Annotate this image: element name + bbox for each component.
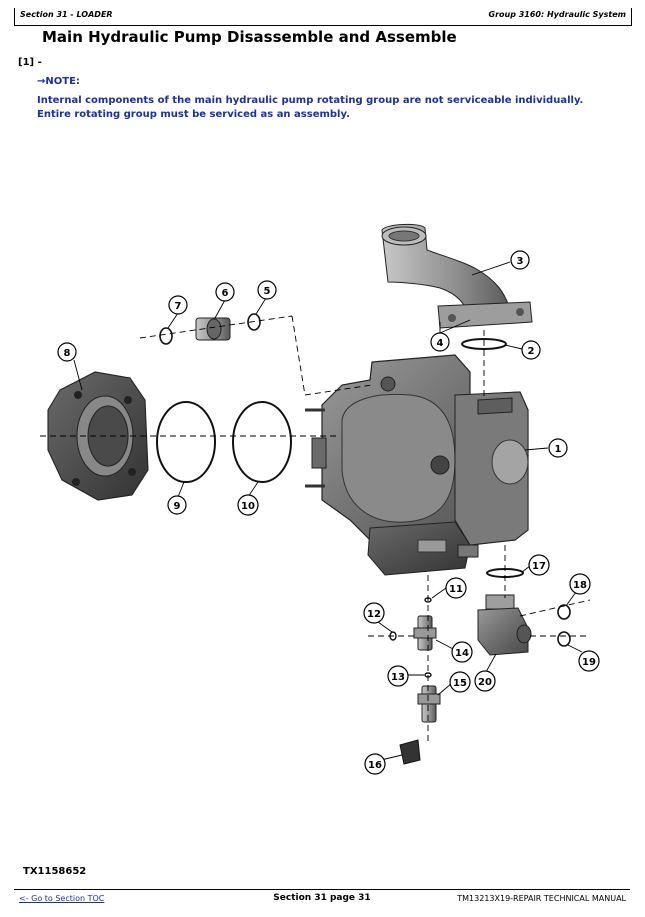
elbow-fitting: [381, 223, 533, 329]
svg-text:12: 12: [367, 609, 381, 620]
svg-text:13: 13: [391, 672, 405, 683]
callout-20: 20: [474, 670, 496, 692]
svg-text:20: 20: [478, 677, 492, 688]
callout-3: 3: [510, 250, 530, 270]
svg-text:16: 16: [368, 760, 382, 771]
page-footer: <- Go to Section TOC Section 31 page 31 …: [14, 889, 630, 910]
elbow-fitting-20: [477, 594, 532, 656]
page-number: Section 31 page 31: [273, 893, 371, 903]
callout-17: 17: [528, 554, 550, 576]
svg-text:1: 1: [555, 444, 562, 455]
callout-10: 10: [237, 494, 259, 516]
page-title: Main Hydraulic Pump Disassemble and Asse…: [42, 28, 457, 46]
fitting-14: [413, 615, 437, 651]
svg-text:5: 5: [264, 286, 271, 297]
callout-14: 14: [451, 641, 473, 663]
note-label: →NOTE:: [37, 76, 80, 87]
o-ring-9: [156, 401, 216, 483]
svg-text:10: 10: [241, 501, 255, 512]
svg-text:9: 9: [174, 501, 181, 512]
o-ring-10: [232, 401, 292, 483]
callout-18: 18: [569, 573, 591, 595]
page-header: Section 31 - LOADER Group 3160: Hydrauli…: [14, 8, 632, 26]
svg-text:17: 17: [532, 561, 546, 572]
callout-5: 5: [257, 280, 277, 300]
svg-text:6: 6: [222, 288, 229, 299]
svg-text:3: 3: [517, 256, 524, 267]
pump-housing: [305, 354, 529, 576]
o-ring-19: [557, 631, 571, 647]
note-text: Internal components of the main hydrauli…: [37, 95, 584, 120]
o-ring-18: [557, 604, 571, 620]
cap-16: [399, 739, 421, 765]
callout-19: 19: [578, 650, 600, 672]
fitting-6: [195, 317, 231, 341]
svg-text:8: 8: [64, 348, 71, 359]
svg-text:11: 11: [449, 584, 463, 595]
svg-text:7: 7: [175, 301, 182, 312]
svg-text:19: 19: [582, 657, 596, 668]
callout-4: 4: [430, 332, 450, 352]
svg-text:4: 4: [437, 338, 444, 349]
figure-id: TX1158652: [23, 866, 87, 877]
callout-15: 15: [449, 671, 471, 693]
callout-8: 8: [57, 342, 77, 362]
o-ring-5: [247, 313, 261, 331]
svg-text:14: 14: [455, 648, 469, 659]
section-label: Section 31 - LOADER: [20, 10, 113, 19]
callout-6: 6: [215, 282, 235, 302]
svg-text:15: 15: [453, 678, 467, 689]
callout-1: 1: [548, 438, 568, 458]
manual-id: TM13213X19-REPAIR TECHNICAL MANUAL: [457, 894, 626, 903]
step-label: [1] -: [18, 57, 42, 68]
toc-link[interactable]: <- Go to Section TOC: [19, 894, 105, 903]
svg-text:2: 2: [528, 346, 535, 357]
callout-2: 2: [521, 340, 541, 360]
group-label: Group 3160: Hydraulic System: [488, 10, 626, 19]
callout-9: 9: [167, 495, 187, 515]
callout-13: 13: [387, 665, 409, 687]
svg-text:18: 18: [573, 580, 587, 591]
callout-16: 16: [364, 753, 386, 775]
fitting-15: [417, 685, 441, 723]
callout-11: 11: [445, 577, 467, 599]
callout-7: 7: [168, 295, 188, 315]
o-ring-7: [159, 327, 173, 345]
callout-12: 12: [363, 602, 385, 624]
o-ring-2: [461, 338, 507, 350]
